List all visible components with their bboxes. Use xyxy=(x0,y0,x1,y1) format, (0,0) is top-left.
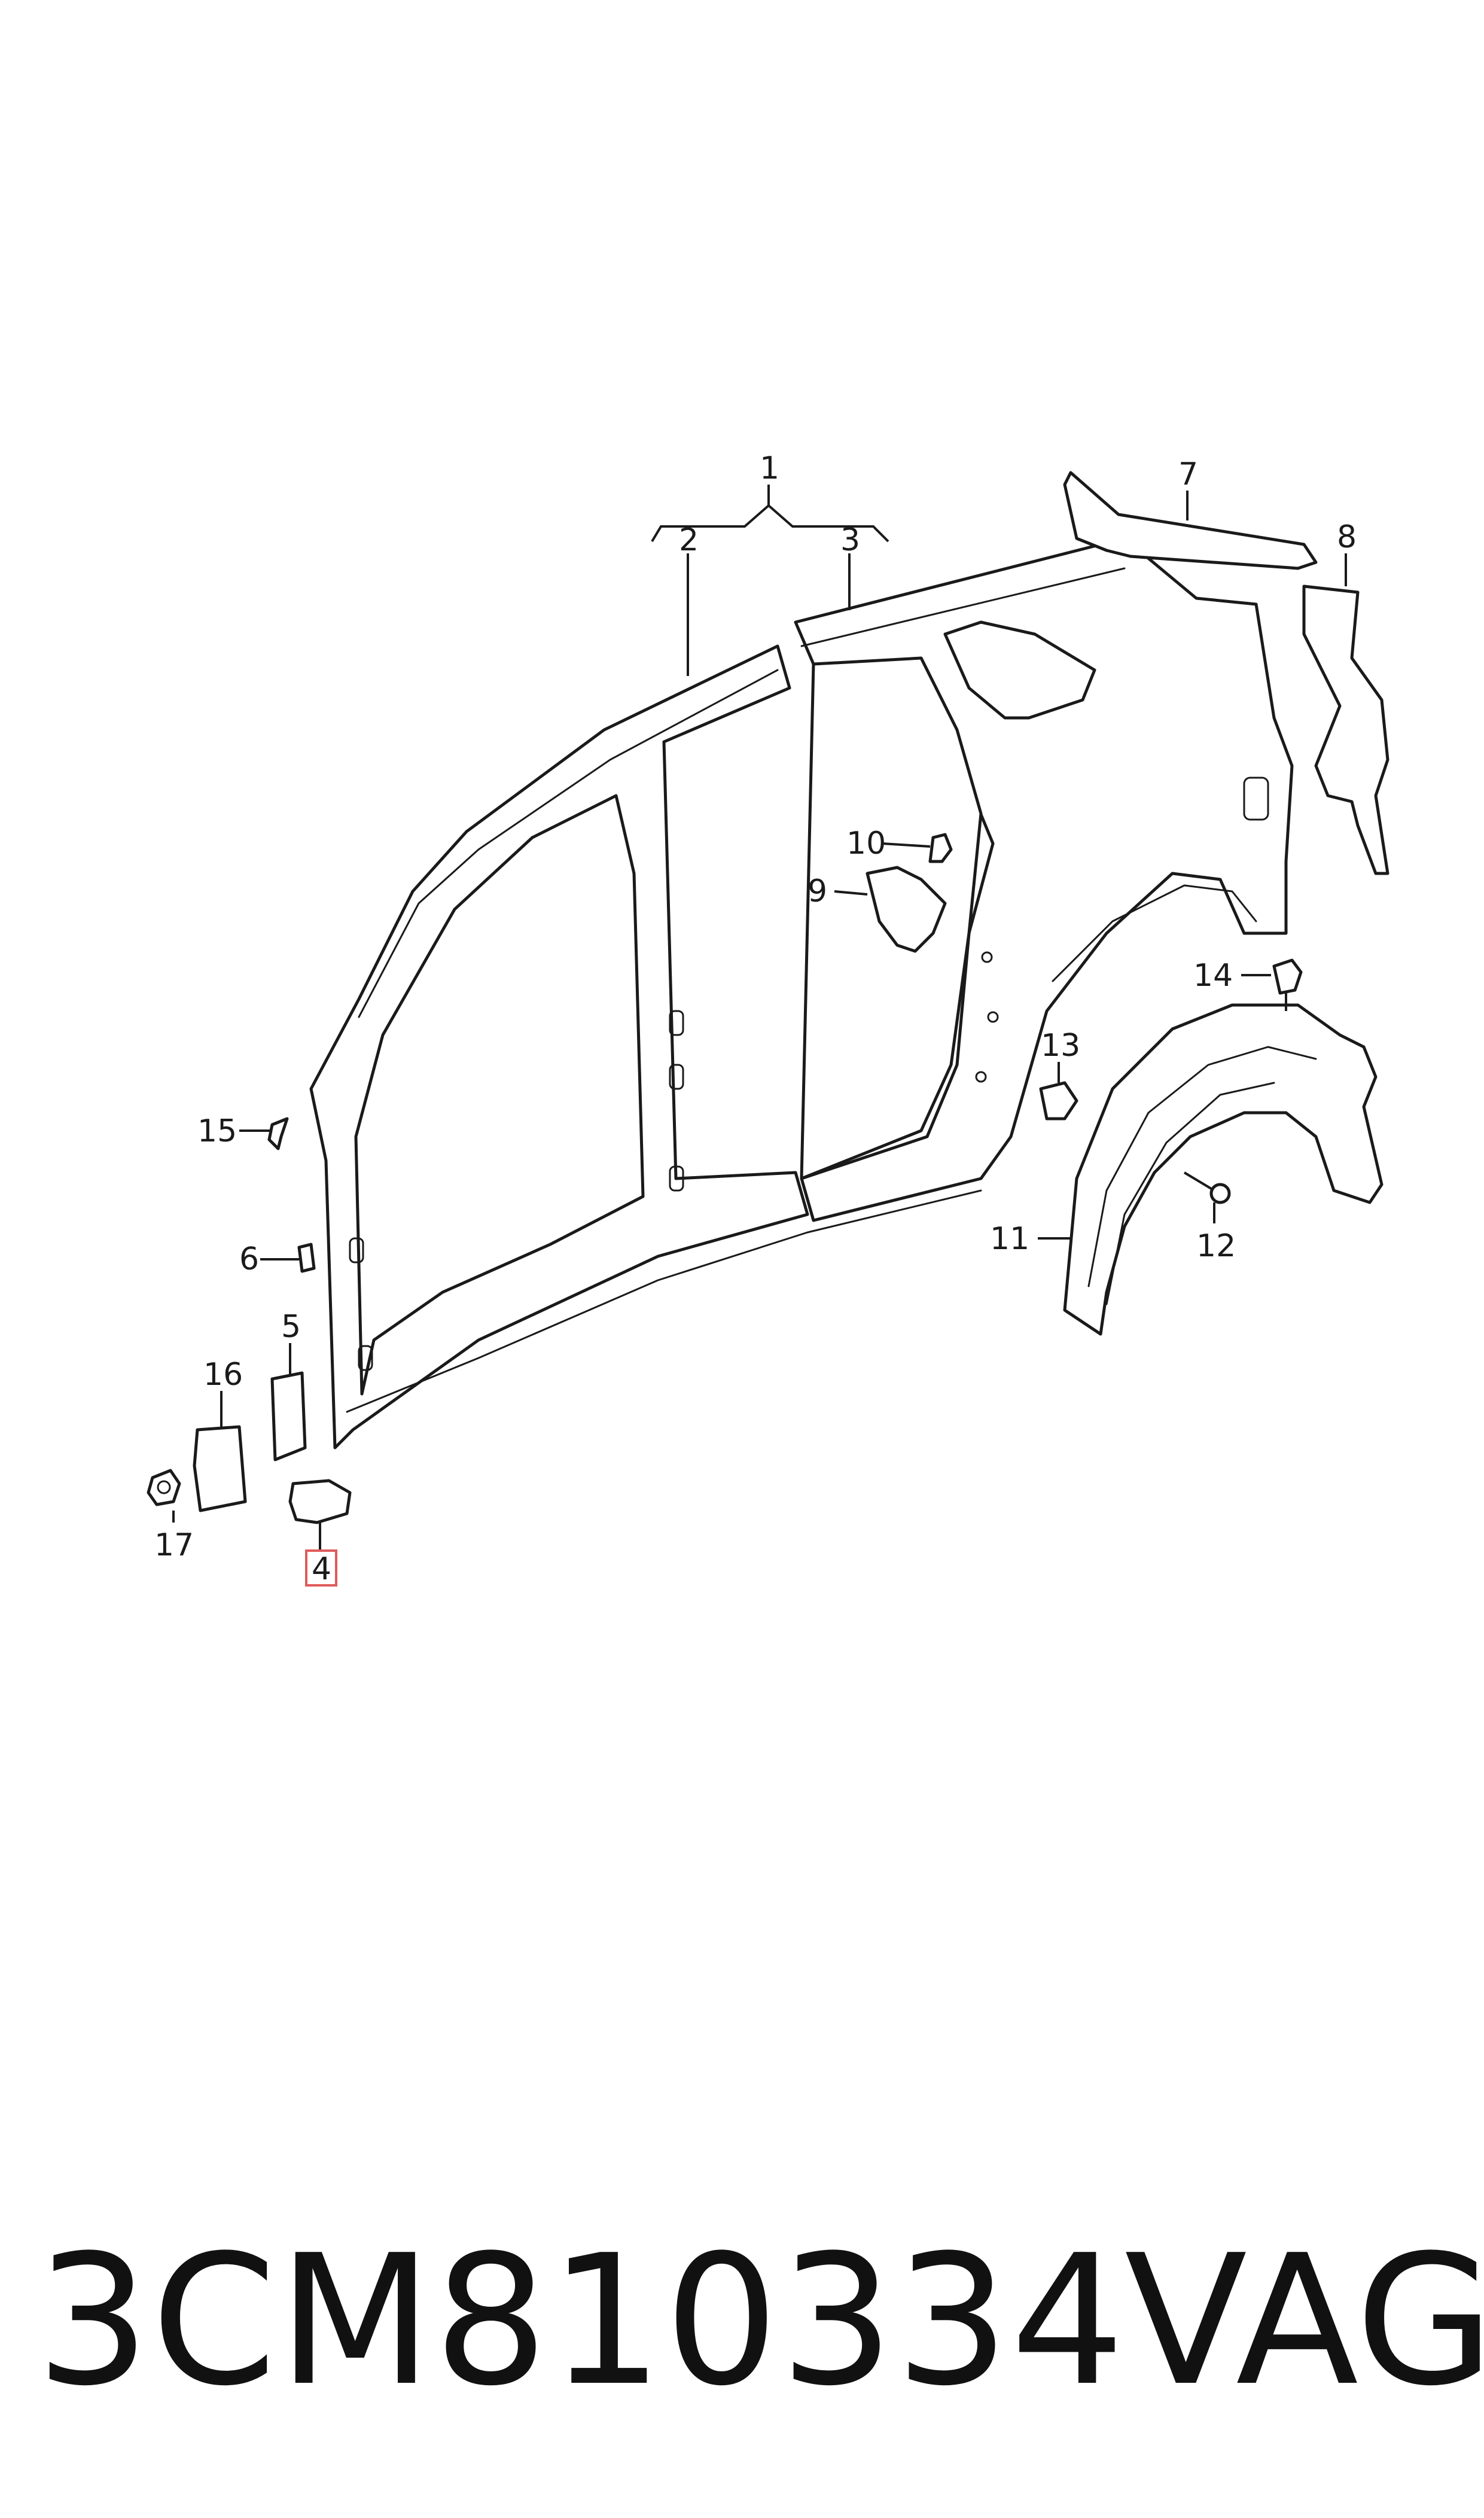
part-10-clip xyxy=(928,833,953,863)
liner-rib-2 xyxy=(1105,1082,1275,1305)
part-8-reinforcement xyxy=(1302,584,1389,875)
callout-12: 12 xyxy=(1196,1228,1236,1264)
brand-label: VAG xyxy=(1125,2216,1484,2425)
callout-3: 3 xyxy=(840,522,860,558)
part-11-wheelhouse-liner xyxy=(1063,1003,1384,1336)
part-6-clip xyxy=(297,1243,316,1273)
callout-8: 8 xyxy=(1337,519,1357,555)
front-door-opening xyxy=(354,794,645,1396)
callout-11: 11 xyxy=(990,1221,1029,1257)
part-15-clip xyxy=(267,1117,289,1150)
part-7-rail-bracket xyxy=(1063,471,1318,570)
side-panel-assembly xyxy=(309,537,1294,1450)
part-number: 3CM810334 xyxy=(36,2216,1126,2425)
callout-7: 7 xyxy=(1178,456,1198,492)
callout-14: 14 xyxy=(1193,958,1233,994)
wheel-arch-line xyxy=(1052,884,1257,982)
callout-4-highlight xyxy=(305,1549,337,1587)
callout-labels: 1 2 3 7 8 10 9 14 13 11 12 15 6 5 16 17 … xyxy=(154,450,1357,1587)
rear-side-panel xyxy=(794,537,1294,1222)
panel-holes xyxy=(349,777,1269,1371)
part-16-block xyxy=(193,1425,247,1512)
liner-rib xyxy=(1087,1046,1317,1287)
callout-5: 5 xyxy=(281,1309,301,1345)
part-4-bracket xyxy=(288,1479,352,1524)
leader-lines xyxy=(172,485,1347,1549)
callout-17: 17 xyxy=(154,1527,194,1563)
roof-rail-line-rear xyxy=(800,567,1126,647)
part-12-screw xyxy=(1183,1171,1231,1204)
footer: 3CM810334 VAG xyxy=(0,2213,1484,2453)
part-14-rivet xyxy=(1272,958,1303,1011)
callout-16: 16 xyxy=(203,1357,243,1393)
callout-15: 15 xyxy=(197,1113,237,1149)
part-17-nut xyxy=(147,1469,181,1506)
roof-rail-line xyxy=(358,669,779,1018)
quarter-window xyxy=(943,620,1096,720)
callout-9: 9 xyxy=(807,873,827,909)
callout-2: 2 xyxy=(679,522,699,558)
part-13-clip xyxy=(1039,1081,1078,1121)
callout-10: 10 xyxy=(846,826,886,861)
callout-1: 1 xyxy=(760,450,779,486)
part-5-plate xyxy=(270,1371,307,1462)
sill-line xyxy=(346,1189,982,1413)
callout-4: 4 xyxy=(312,1551,331,1587)
callout-6: 6 xyxy=(239,1241,259,1277)
part-9-bracket xyxy=(866,866,947,953)
callout-13: 13 xyxy=(1041,1028,1080,1064)
